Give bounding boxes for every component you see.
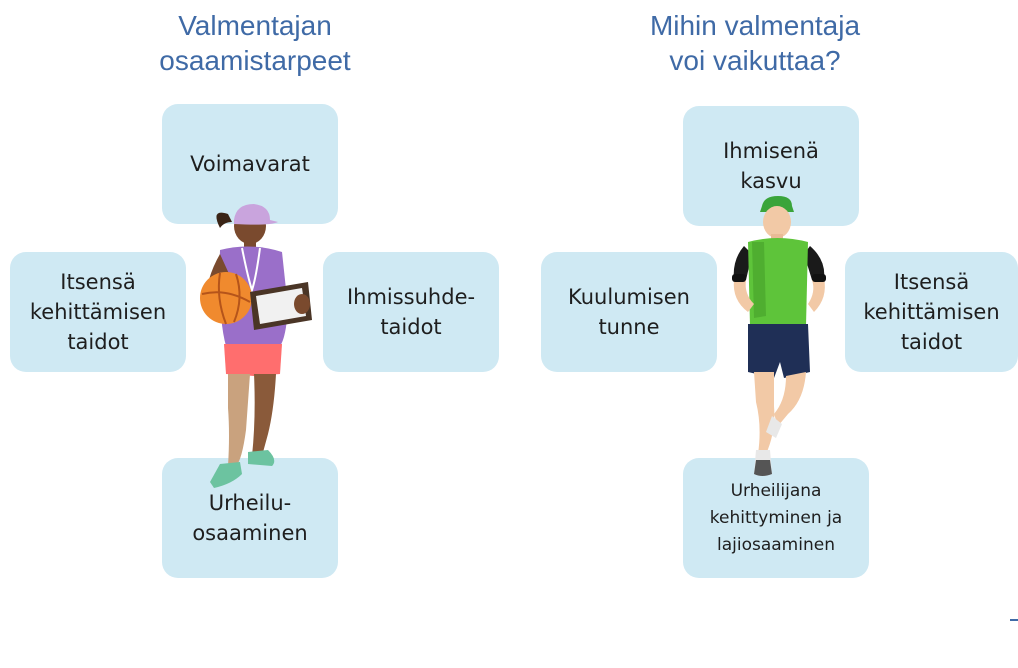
left-box-right-label: Ihmissuhde- taidot	[346, 285, 476, 339]
right-box-right: Itsensä kehittämisen taidot	[845, 252, 1018, 372]
left-box-right: Ihmissuhde- taidot	[323, 252, 499, 372]
left-box-bottom-label: Urheilu- osaaminen	[192, 491, 308, 545]
right-box-bottom-label: Urheilijana kehittyminen ja lajiosaamine…	[709, 480, 843, 555]
right-box-left-label: Kuulumisen tunne	[568, 285, 690, 339]
left-box-bottom: Urheilu- osaaminen	[162, 458, 338, 578]
right-box-left: Kuulumisen tunne	[541, 252, 717, 372]
coach-icon	[200, 204, 312, 488]
edge-dash-decoration	[1010, 619, 1018, 621]
left-box-top-label: Voimavarat	[190, 152, 310, 176]
left-box-left-label: Itsensä kehittämisen taidot	[29, 270, 167, 354]
right-box-right-label: Itsensä kehittämisen taidot	[863, 270, 1000, 354]
runner-icon	[732, 196, 826, 476]
right-box-bottom: Urheilijana kehittyminen ja lajiosaamine…	[683, 458, 869, 578]
left-box-left: Itsensä kehittämisen taidot	[10, 252, 186, 372]
right-box-top-label: Ihmisenä kasvu	[723, 139, 819, 193]
right-heading: Mihin valmentaja voi vaikuttaa?	[649, 10, 861, 76]
left-box-top: Voimavarat	[162, 104, 338, 224]
left-heading: Valmentajan osaamistarpeet	[159, 10, 351, 76]
